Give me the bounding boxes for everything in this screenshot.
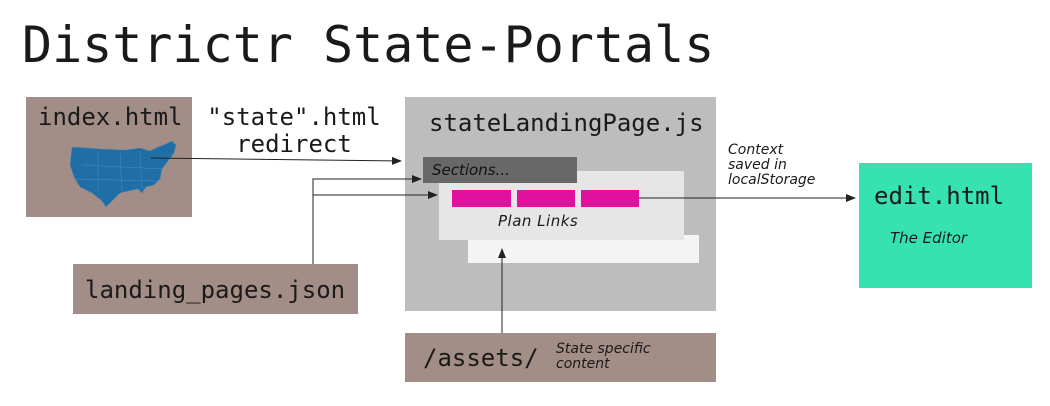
assets-label: /assets/ [423,344,539,372]
usa-map-icon [69,141,177,208]
assets-node: /assets/ State specific content [405,333,716,382]
plan-link-bar [452,190,511,207]
plan-link-bar [581,190,639,207]
edit-html-sublabel: The Editor [890,229,968,247]
edit-html-label: edit.html [874,182,1005,210]
redirect-label: "state".html redirect [204,104,384,158]
assets-note: State specific content [556,342,651,372]
context-line2: saved in [728,157,787,173]
plan-links-label: Plan Links [498,212,579,230]
context-line1: Context [728,142,784,158]
index-html-label: index.html [38,103,183,131]
landing-pages-json-node: landing_pages.json [73,264,358,314]
assets-note-line2: content [556,356,610,372]
edit-html-node: edit.html The Editor [859,163,1032,288]
redirect-arrow [150,156,402,165]
index-html-node: index.html [26,97,192,217]
assets-note-line1: State specific [556,341,651,357]
state-landing-page-label: stateLandingPage.js [429,109,704,137]
redirect-line2: redirect [236,130,352,158]
context-label: Context saved in localStorage [728,143,815,188]
redirect-line1: "state".html [207,103,381,131]
sections-bar: Sections... [423,157,577,183]
context-line3: localStorage [728,172,816,188]
landing-pages-json-label: landing_pages.json [85,276,346,304]
json-to-sections-arrow [312,175,422,264]
page-title: Districtr State-Portals [22,16,715,74]
sections-label: Sections... [432,161,510,179]
plan-link-bar [517,190,575,207]
